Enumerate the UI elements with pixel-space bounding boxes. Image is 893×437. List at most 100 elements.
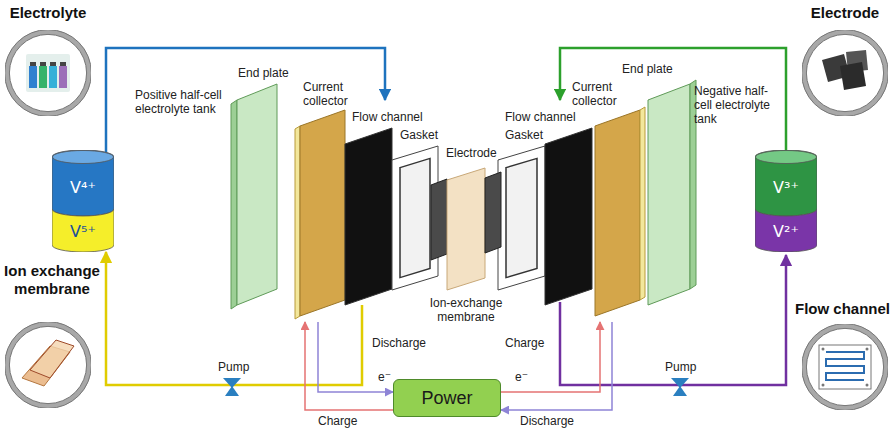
circle-ring <box>804 32 886 114</box>
bottle-cap <box>40 62 46 66</box>
end-plate-edge <box>231 100 237 309</box>
component-heading: Ion exchange membrane <box>3 262 101 298</box>
pump-symbol <box>225 386 239 396</box>
bolt-hole <box>866 384 869 387</box>
electrolyte-bottle <box>39 66 47 88</box>
picture-ground <box>806 34 884 112</box>
charge-wire <box>305 322 393 410</box>
circle-ring <box>7 32 89 114</box>
circle-outline <box>802 30 888 116</box>
part-label: Current collector <box>572 80 632 108</box>
bolt-hole <box>822 384 825 387</box>
ion-exchange-membrane <box>447 168 485 290</box>
bottle-cap <box>30 62 36 66</box>
component-circle: Ion exchange membrane <box>3 262 101 412</box>
charge-wire <box>501 322 600 392</box>
photo-ground <box>26 54 70 92</box>
power-label: Power <box>421 388 472 409</box>
gasket-window <box>400 158 430 277</box>
pump-label: Pump <box>665 360 696 374</box>
carbon-felt-sheet <box>840 62 866 90</box>
current-collector-edge <box>640 107 645 300</box>
part-label: Ion-exchange membrane <box>426 296 506 324</box>
current-collector <box>595 110 640 316</box>
end-plate <box>648 84 690 305</box>
discharge-wire <box>501 322 612 410</box>
component-circle: Electrolyte <box>3 4 93 118</box>
tank-section: V²⁺ <box>755 202 817 252</box>
tank-body <box>755 209 817 252</box>
bottle-cap <box>50 62 56 66</box>
circle-outline <box>806 34 883 111</box>
pump-symbol <box>673 386 687 396</box>
circle-outline <box>9 34 86 111</box>
tank-section: V⁵⁺ <box>52 202 114 252</box>
tank-section: V⁴⁺ <box>52 150 114 216</box>
part-label: End plate <box>622 62 673 76</box>
circle-frame <box>5 322 91 408</box>
bottle-cap <box>60 62 66 66</box>
electron-label: e⁻ <box>515 370 528 384</box>
flow-channel-plate <box>545 128 592 305</box>
serpentine-channel <box>826 352 864 380</box>
electrode-felt <box>431 179 447 260</box>
part-label: Current collector <box>303 80 363 108</box>
circle-outline <box>9 326 86 403</box>
ion-label: V²⁺ <box>773 222 799 241</box>
part-label: Flow channel <box>505 110 576 124</box>
component-heading: Electrode <box>800 4 890 22</box>
tank-body <box>52 150 114 216</box>
tank-body <box>755 150 817 216</box>
circle-frame <box>802 324 888 410</box>
mode-label: Charge <box>318 414 357 428</box>
circle-ring <box>804 326 886 408</box>
ion-label: V⁴⁺ <box>70 178 96 197</box>
part-label: End plate <box>238 66 289 80</box>
mode-label: Discharge <box>520 414 574 428</box>
flow-channel-plate <box>345 128 392 305</box>
circle-outline <box>5 30 91 116</box>
membrane-sheet <box>30 340 74 378</box>
circle-frame <box>802 30 888 116</box>
electrolyte-bottle <box>59 66 67 88</box>
picture-ground <box>9 34 87 112</box>
current-collector <box>300 110 345 316</box>
part-label: Gasket <box>400 128 438 142</box>
part-label: Electrode <box>446 146 497 160</box>
mode-label: Charge <box>505 336 544 350</box>
part-label: Gasket <box>505 128 543 142</box>
power-box: Power <box>393 379 501 417</box>
tank-body <box>52 209 114 252</box>
part-label: Flow channel <box>352 110 423 124</box>
end-plate <box>237 84 277 305</box>
tank-label: Negative half-cell electrolyte tank <box>694 84 780 126</box>
gasket-window <box>506 158 537 277</box>
component-heading: Electrolyte <box>3 4 93 22</box>
tank-section: V³⁺ <box>755 150 817 216</box>
current-collector-edge <box>295 126 300 319</box>
electrode-felt <box>485 172 501 253</box>
picture-ground <box>9 326 87 404</box>
flow-plate <box>819 345 871 389</box>
electrolyte-bottle <box>29 66 37 88</box>
circle-frame <box>5 30 91 116</box>
component-circle: Electrode <box>800 4 890 118</box>
mode-label: Discharge <box>372 336 426 350</box>
bolt-hole <box>822 348 825 351</box>
electrolyte-bottle <box>49 66 57 88</box>
pump-label: Pump <box>218 360 249 374</box>
circle-ring <box>7 324 89 406</box>
picture-ground <box>806 328 884 406</box>
ion-label: V⁵⁺ <box>70 222 96 241</box>
component-heading: Flow channel <box>793 300 890 318</box>
bolt-hole <box>866 348 869 351</box>
circle-outline <box>806 328 883 405</box>
discharge-wire <box>318 322 393 392</box>
circle-outline <box>802 324 888 410</box>
ion-label: V³⁺ <box>773 178 799 197</box>
component-circle: Flow channel <box>793 300 890 412</box>
circle-outline <box>5 322 91 408</box>
tank-lid <box>53 151 114 164</box>
gasket <box>498 146 545 290</box>
